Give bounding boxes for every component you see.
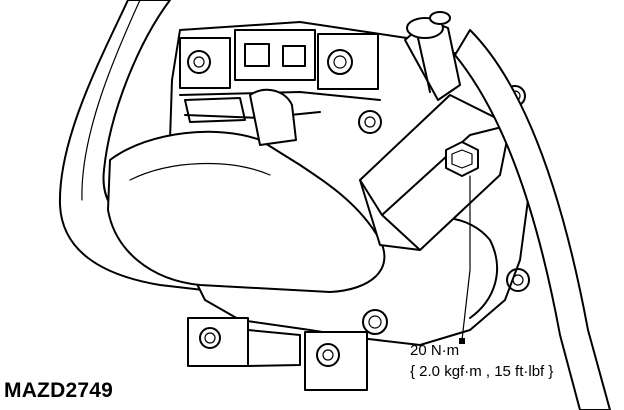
torque-metric: 20 N·m	[410, 342, 460, 359]
mounting-foot-right	[304, 309, 388, 391]
mounting-bolt	[445, 141, 479, 341]
mounting-foot-left	[187, 317, 301, 367]
pipe-clamp	[184, 88, 297, 146]
torque-specification: 20 N·m { 2.0 kgf·m , 15 ft·lbf }	[410, 340, 553, 382]
figure-id: MAZD2749	[4, 379, 113, 402]
hose-fitting-block	[359, 11, 511, 251]
right-pipe	[454, 29, 611, 410]
torque-alternate-units: { 2.0 kgf·m , 15 ft·lbf }	[410, 363, 554, 380]
